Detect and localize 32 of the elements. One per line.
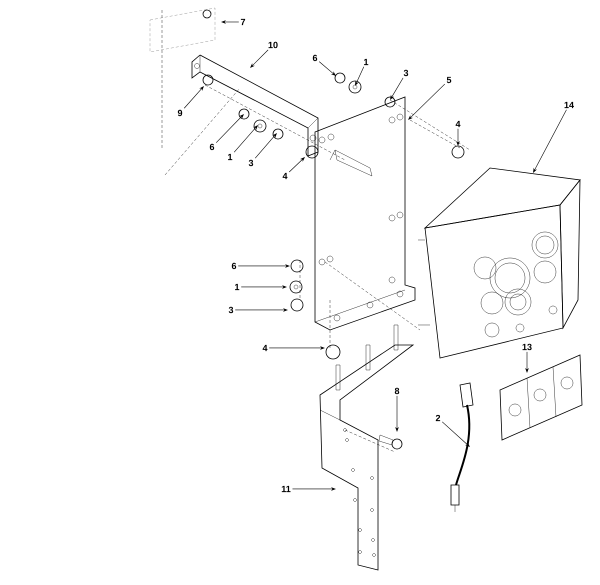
- callout-number: 1: [235, 284, 240, 290]
- leader-line: [442, 422, 470, 447]
- callout-number: 2: [436, 414, 440, 422]
- callout-number: 5: [446, 76, 452, 84]
- leader-line: [250, 50, 268, 68]
- leader-line: [216, 114, 244, 143]
- leader-line: [390, 78, 404, 100]
- callout-number: 3: [248, 160, 254, 166]
- callout-number: 7: [240, 18, 246, 26]
- callout-number: 3: [228, 306, 234, 314]
- leader-line: [408, 84, 446, 120]
- leader-line: [234, 125, 258, 152]
- callout-number: 3: [404, 70, 408, 76]
- callout-number: 13: [522, 344, 532, 350]
- leader-line: [184, 86, 204, 109]
- callout-number: 9: [178, 110, 182, 116]
- callout-number: 4: [456, 120, 460, 128]
- callout-number: 6: [232, 262, 236, 270]
- leader-line: [533, 109, 567, 173]
- callout-number: 4: [262, 344, 268, 352]
- callout-number: 14: [564, 102, 574, 108]
- callout-number: 6: [312, 54, 318, 62]
- callout-number: 4: [282, 172, 288, 180]
- leader-line: [318, 61, 336, 76]
- leader-line: [288, 157, 305, 172]
- callout-number: 6: [210, 144, 214, 150]
- callout-number: 1: [228, 154, 232, 160]
- callout-number: 10: [268, 42, 278, 48]
- callout-number: 11: [282, 486, 290, 492]
- callout-number: 8: [394, 388, 400, 394]
- callout-number: 1: [364, 58, 368, 66]
- leader-line: [254, 133, 277, 158]
